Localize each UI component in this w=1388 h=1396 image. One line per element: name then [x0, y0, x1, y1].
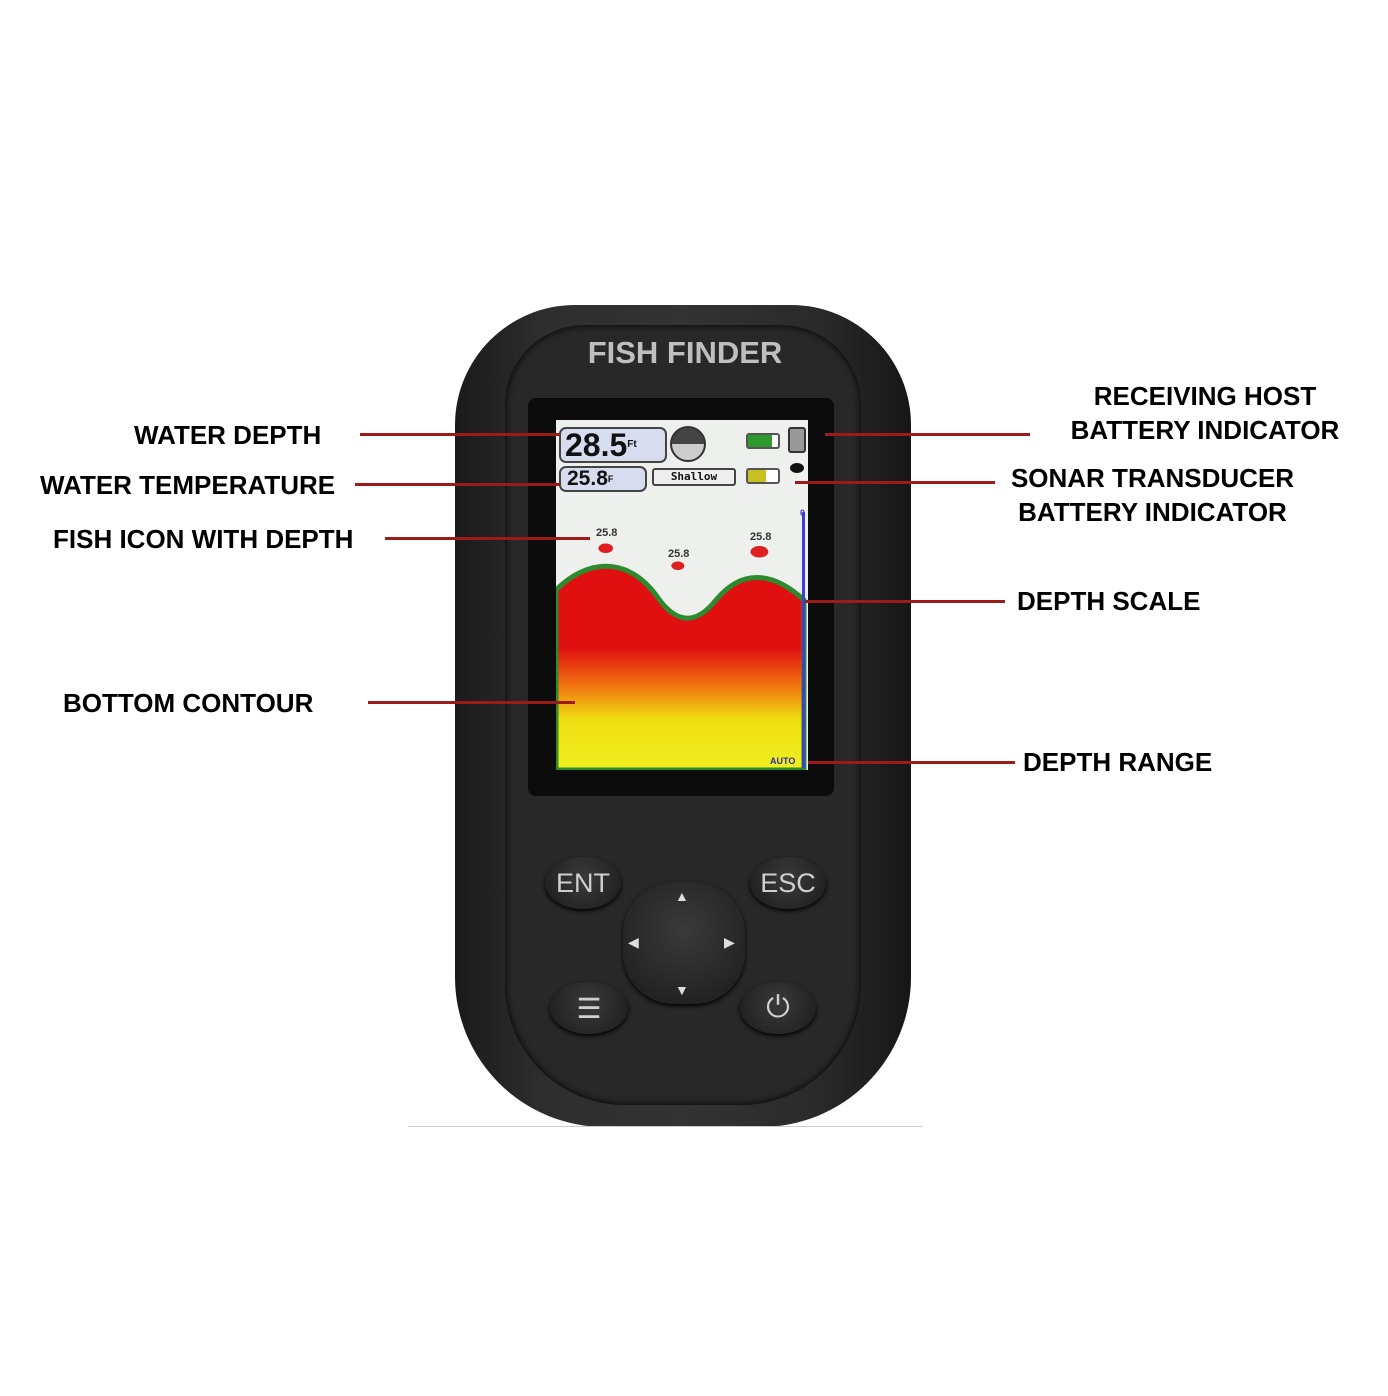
temperature-unit: F [607, 474, 614, 484]
enter-button[interactable]: ENT [545, 857, 621, 909]
dpad-up-button[interactable]: ▲ [675, 888, 689, 904]
transducer-icon [790, 463, 804, 473]
transducer-battery-icon [746, 468, 780, 484]
fish-depth-label: 25.8 [750, 531, 772, 543]
mode-badge: Shallow [652, 468, 736, 486]
callout-line [368, 701, 575, 704]
depth-value: 28.5 [565, 427, 628, 463]
menu-icon: ☰ [576, 992, 602, 1024]
dpad-right-button[interactable]: ▶ [724, 934, 735, 950]
callout-line [825, 433, 1030, 436]
dpad-down-button[interactable]: ▼ [675, 982, 689, 998]
host-device-icon [788, 427, 806, 453]
temperature-value: 25.8 [567, 467, 608, 490]
callout-host-battery: RECEIVING HOST BATTERY INDICATOR [1050, 379, 1360, 447]
escape-button[interactable]: ESC [750, 857, 826, 909]
boat-sonar-icon [670, 426, 706, 462]
fish-icon: ⬬ [750, 539, 769, 564]
water-temperature-readout: 25.8F [559, 466, 647, 492]
host-battery-icon [746, 433, 780, 449]
callout-text: BATTERY INDICATOR [1070, 415, 1340, 445]
brand-label: FISH FINDER [587, 335, 783, 370]
baseline [408, 1126, 922, 1127]
depth-unit: Ft [627, 439, 637, 450]
sonar-display: 28.5Ft 25.8F Shallow 0 25.8 ⬬ 25.8 ⬬ 25.… [556, 420, 808, 770]
callout-line [360, 433, 560, 436]
callout-line [805, 600, 1005, 603]
callout-line [795, 481, 995, 484]
callout-fish-icon: FISH ICON WITH DEPTH [53, 524, 354, 554]
callout-text: SONAR TRANSDUCER [1010, 463, 1295, 493]
fish-depth-label: 25.8 [596, 527, 618, 539]
depth-range-label: AUTO [770, 756, 796, 766]
dpad-left-button[interactable]: ◀ [628, 934, 639, 950]
callout-water-temperature: WATER TEMPERATURE [40, 470, 336, 500]
callout-bottom-contour: BOTTOM CONTOUR [63, 688, 314, 718]
callout-text: RECEIVING HOST [1093, 381, 1317, 411]
callout-transducer-battery: SONAR TRANSDUCER BATTERY INDICATOR [995, 461, 1310, 529]
callout-water-depth: WATER DEPTH [134, 420, 322, 450]
callout-line [808, 761, 1015, 764]
callout-line [385, 537, 590, 540]
power-button[interactable]: ⏻ [740, 982, 816, 1034]
menu-button[interactable]: ☰ [550, 982, 628, 1034]
depth-scale [802, 512, 805, 768]
bottom-contour [556, 512, 807, 770]
callout-depth-scale: DEPTH SCALE [1017, 586, 1201, 616]
scale-top-label: 0 [800, 508, 806, 518]
callout-text: BATTERY INDICATOR [1018, 497, 1287, 527]
callout-line [355, 483, 560, 486]
fish-icon: ⬬ [671, 558, 685, 575]
water-depth-readout: 28.5Ft [559, 427, 667, 463]
dpad[interactable] [623, 882, 745, 1004]
fish-icon: ⬬ [598, 538, 614, 558]
callout-depth-range: DEPTH RANGE [1023, 747, 1213, 777]
power-icon: ⏻ [766, 991, 790, 1024]
fish-depth-label: 25.8 [668, 548, 690, 560]
